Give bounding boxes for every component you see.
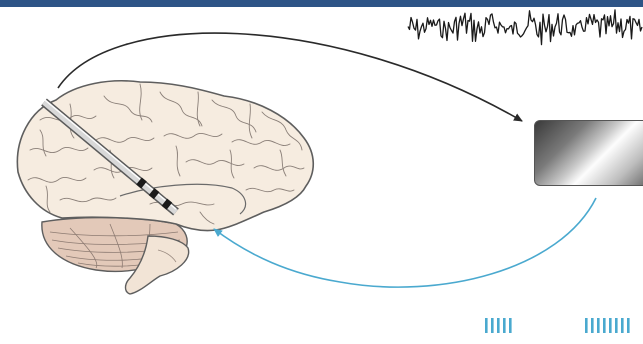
stimulation-pulse bbox=[585, 318, 588, 333]
stimulation-pulse bbox=[485, 318, 488, 333]
eeg-signal-icon bbox=[408, 10, 642, 45]
stimulation-feedback-arrow bbox=[214, 198, 596, 287]
stimulation-pulse bbox=[497, 318, 500, 333]
stimulation-pulse bbox=[627, 318, 630, 333]
stimulation-pulse bbox=[621, 318, 624, 333]
stimulation-pulse bbox=[615, 318, 618, 333]
stimulation-pulse bbox=[609, 318, 612, 333]
stimulator-device-icon bbox=[534, 120, 643, 186]
stimulation-pulse bbox=[509, 318, 512, 333]
stimulation-pulse bbox=[491, 318, 494, 333]
stimulation-pulses bbox=[485, 318, 630, 333]
stimulation-pulse bbox=[591, 318, 594, 333]
stimulation-pulse bbox=[597, 318, 600, 333]
stimulation-pulse bbox=[503, 318, 506, 333]
stimulation-pulse bbox=[603, 318, 606, 333]
